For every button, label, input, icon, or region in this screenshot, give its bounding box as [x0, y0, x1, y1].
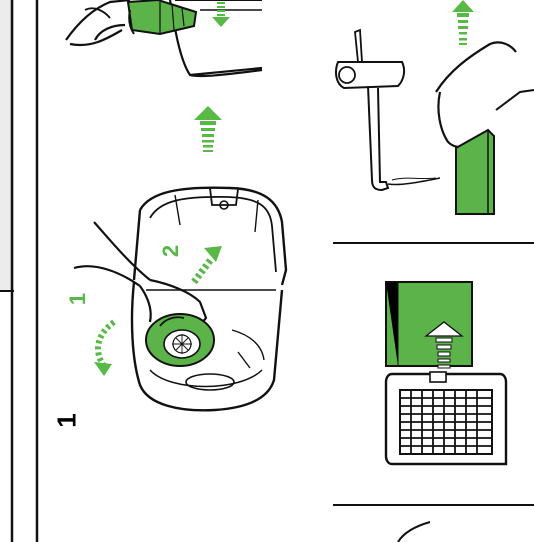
illustration-next-step-partial [0, 0, 534, 542]
manual-page: 1 2 1 [0, 0, 534, 542]
